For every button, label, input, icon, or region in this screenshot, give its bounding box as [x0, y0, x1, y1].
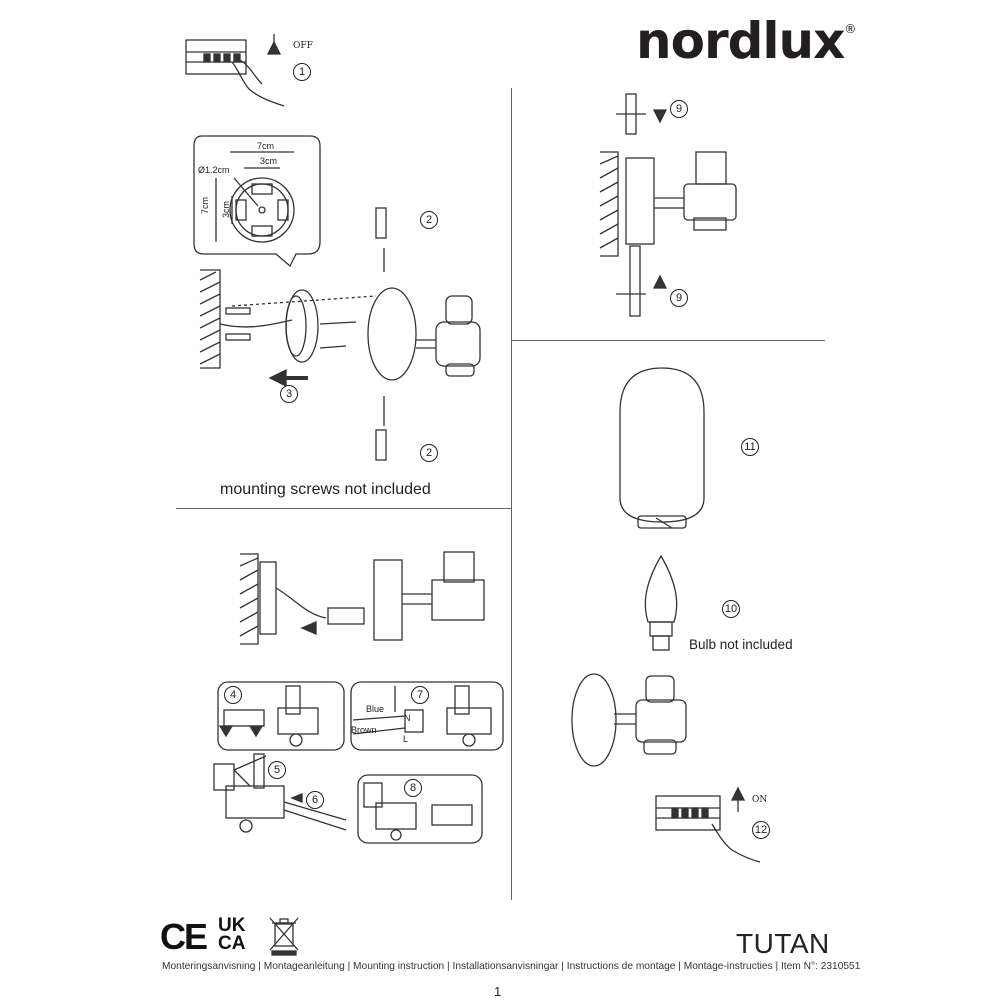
mounting-screws-note: mounting screws not included [220, 481, 431, 498]
ukca-bottom: CA [218, 933, 246, 954]
bulb-illustration [644, 554, 678, 651]
divider-vertical [511, 88, 512, 900]
switch-on-label: ON [752, 795, 768, 805]
divider-right-horizontal [511, 340, 825, 341]
connector-step-7-box [350, 681, 504, 751]
dim-hole-diameter: Ø1.2cm [198, 165, 230, 175]
glass-shade-illustration [619, 367, 705, 529]
ukca-top: UK [218, 915, 246, 936]
wire-brown-label: Brown [351, 725, 377, 735]
divider-left-horizontal [176, 508, 512, 509]
connector-step-8-box [357, 774, 483, 844]
registered-mark: ® [844, 22, 856, 36]
breaker-on-illustration [655, 786, 761, 863]
wire-connector-illustration [239, 551, 485, 645]
step-5-badge: 5 [268, 761, 286, 779]
step-1-badge: 1 [293, 63, 311, 81]
wire-blue-label: Blue [366, 704, 385, 714]
step-2-badge-top: 2 [420, 211, 438, 229]
step-9-badge-bottom: 9 [670, 289, 688, 307]
step-7-badge: 7 [411, 686, 429, 704]
ce-mark: CE [160, 916, 208, 957]
step-4-badge: 4 [224, 686, 242, 704]
brand-logo: nordlux® [636, 12, 856, 70]
page-number: 1 [494, 984, 502, 999]
step-10-badge: 10 [722, 600, 740, 618]
step-8-badge: 8 [404, 779, 422, 797]
product-model: TUTAN [736, 928, 830, 959]
step-6-badge: 6 [306, 791, 324, 809]
connector-step-4-box [217, 681, 345, 751]
wire-live-label: L [403, 734, 409, 744]
footer-instructions: Monteringsanvisning | Montageanleitung |… [162, 961, 861, 972]
wire-neutral-label: N [404, 713, 411, 723]
dim-width-outer: 7cm [257, 141, 275, 151]
connector-step-5-6-illustration [213, 753, 347, 833]
step-9-badge-top: 9 [670, 100, 688, 118]
weee-bin-icon [269, 917, 299, 956]
bracket-dimensions-callout [193, 135, 321, 268]
dim-width-inner: 3cm [260, 156, 278, 166]
step-2-badge-bottom: 2 [420, 444, 438, 462]
step-3-badge: 3 [280, 385, 298, 403]
brand-logo-text: nordlux [636, 12, 845, 70]
bulb-not-included-note: Bulb not included [689, 637, 793, 652]
ukca-mark: UK CA [218, 915, 246, 954]
step-11-badge: 11 [741, 438, 759, 456]
step-12-badge: 12 [752, 821, 770, 839]
switch-off-label: OFF [293, 41, 313, 51]
breaker-off-illustration [185, 34, 285, 107]
lamp-head-fixing-illustration [599, 93, 737, 317]
wall-mounting-illustration [199, 207, 481, 461]
assembled-lamp-illustration [571, 673, 687, 767]
